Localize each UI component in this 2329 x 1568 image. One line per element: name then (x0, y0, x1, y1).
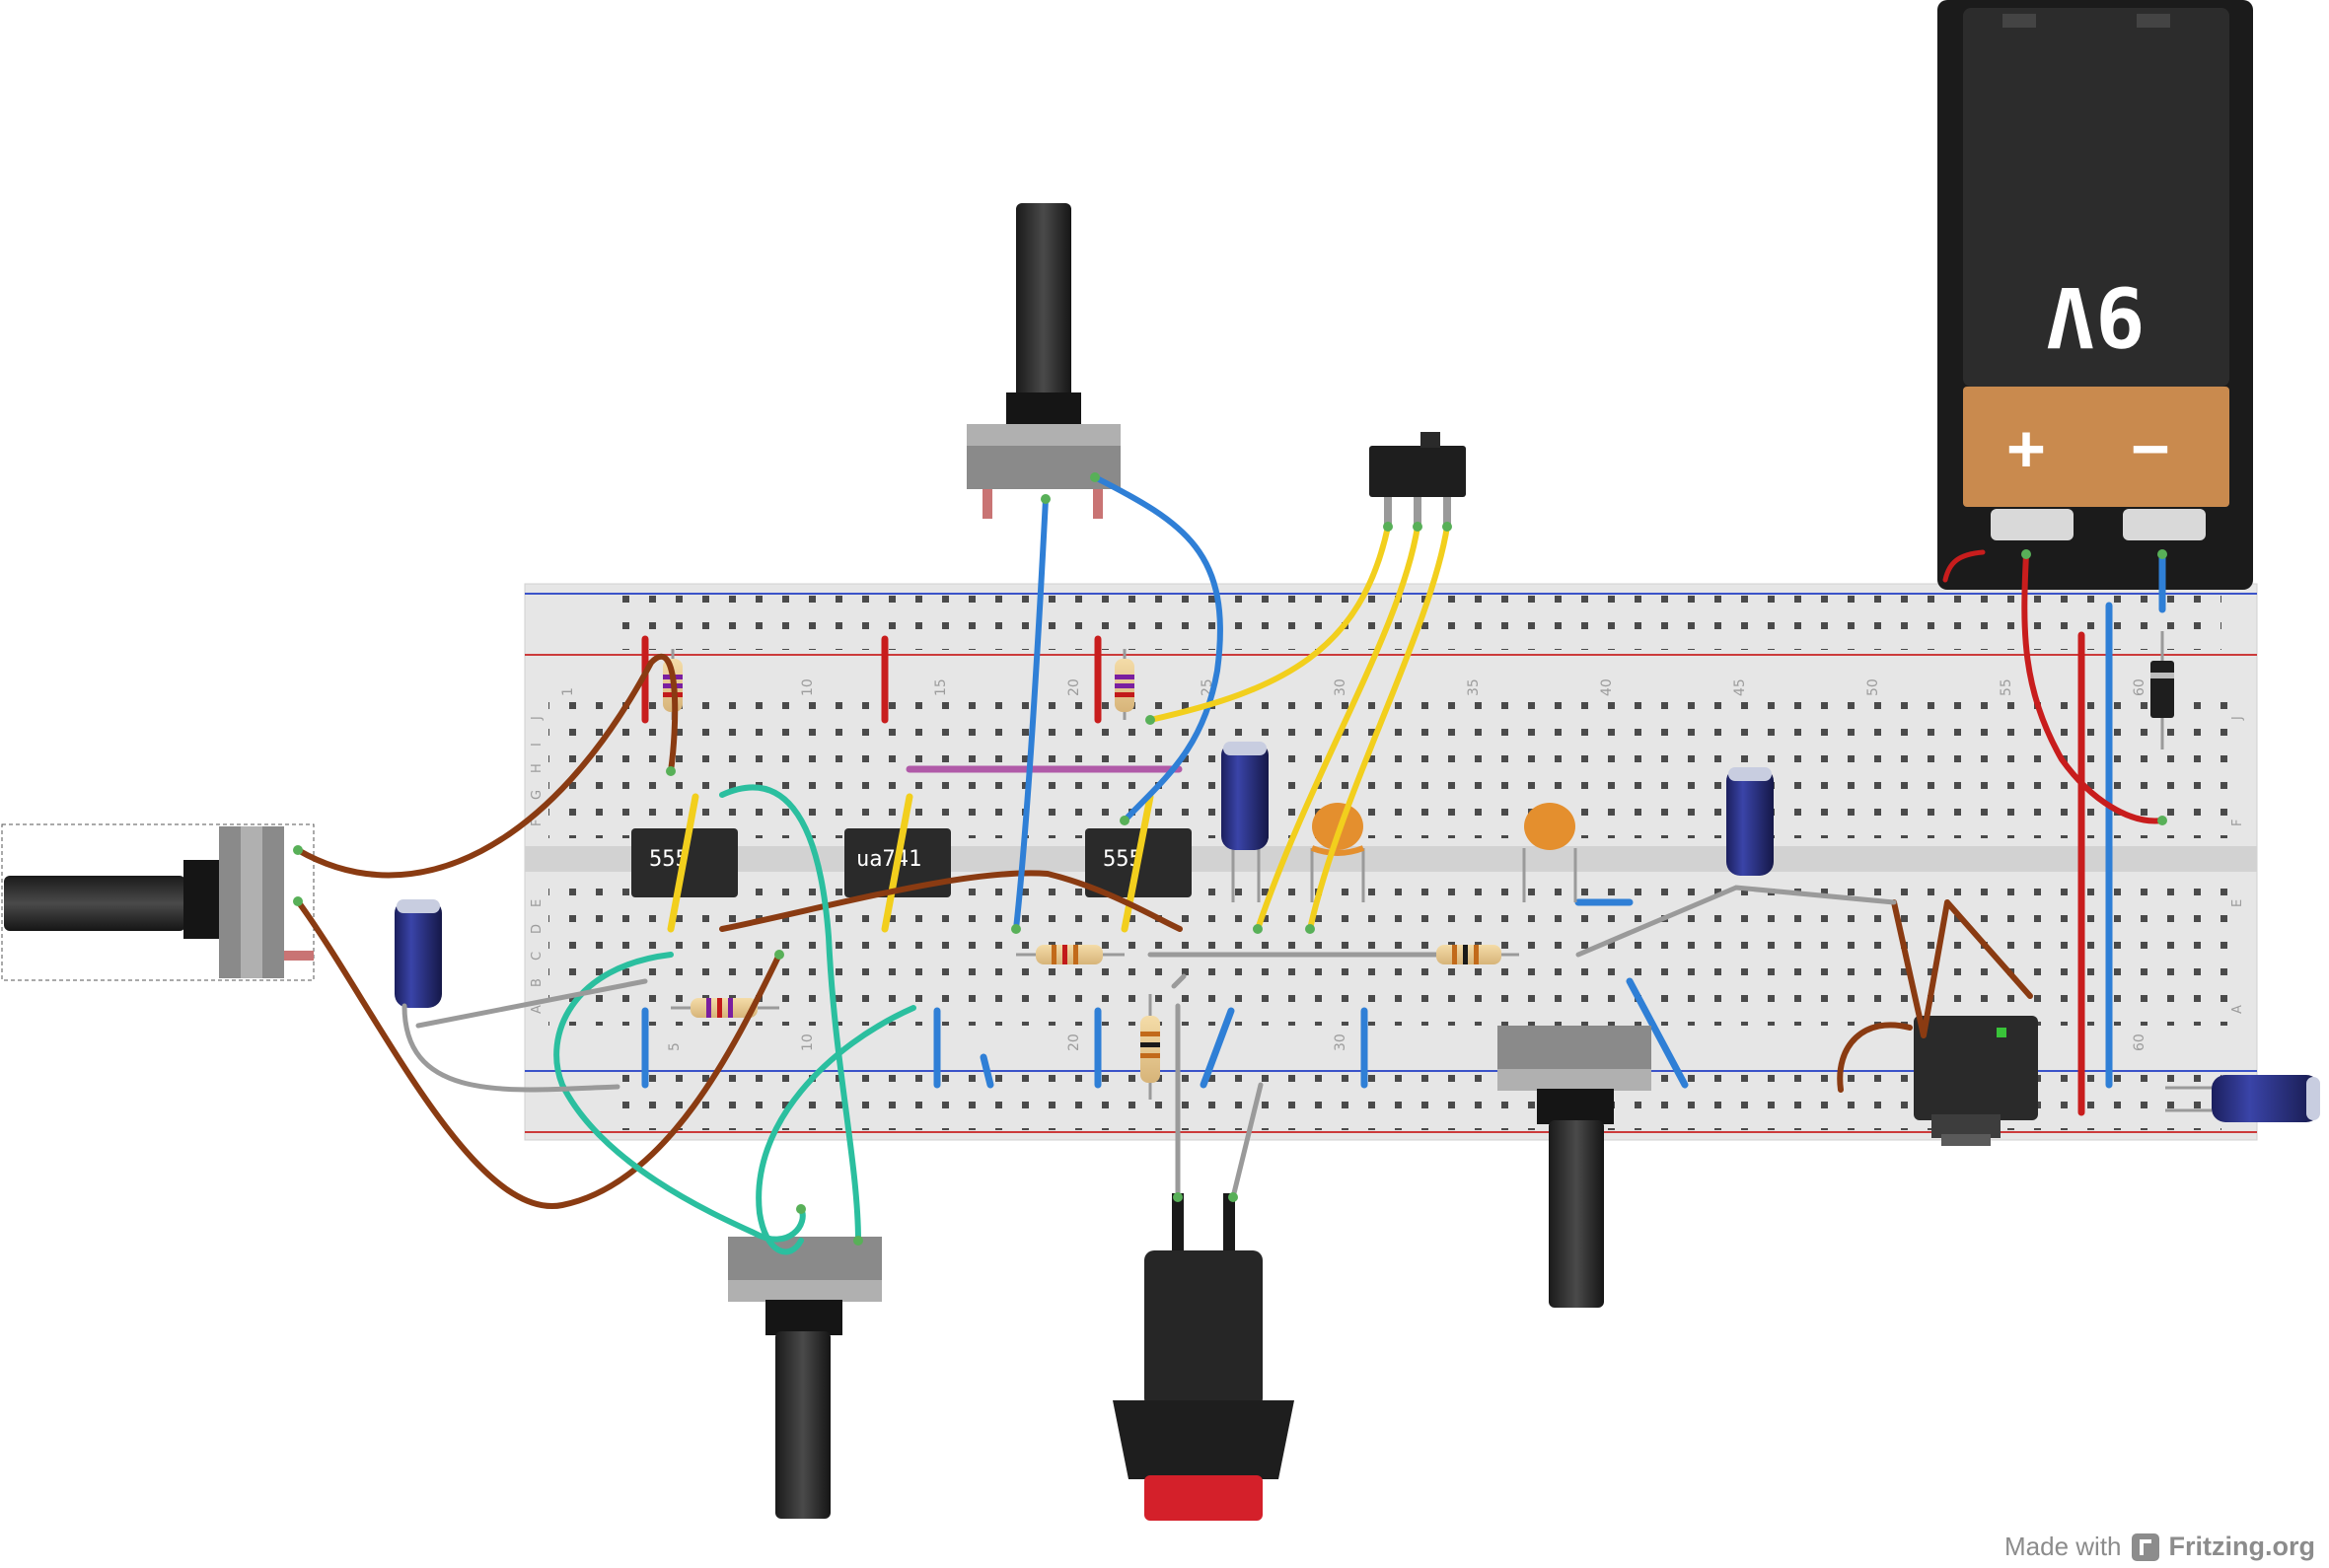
resistor[interactable] (1140, 994, 1160, 1100)
fritzing-logo-icon (2131, 1532, 2159, 1561)
push-button[interactable] (1113, 1193, 1294, 1521)
col-num: 20 (1066, 1033, 1082, 1051)
wire-yellow[interactable] (667, 793, 699, 933)
row-letter: G (530, 790, 545, 800)
wire-blue[interactable] (980, 1053, 994, 1089)
battery-9v[interactable]: 9V + − (1937, 0, 2253, 590)
top-terminal-holes (548, 700, 2235, 838)
col-num: 45 (1732, 678, 1748, 696)
row-letter: C (530, 952, 545, 961)
wire-red[interactable] (1942, 549, 1986, 583)
wire-yellow[interactable] (881, 793, 913, 933)
watermark: Made with Fritzing.org (2004, 1532, 2315, 1562)
wire-brown[interactable] (295, 898, 782, 1210)
wire-yellow[interactable] (1255, 524, 1420, 932)
row-letter: E (530, 899, 545, 907)
row-letters: J I H G F E D C B A J F E A (530, 716, 2245, 1014)
wire-blue[interactable] (1013, 496, 1049, 932)
col-num: 30 (1333, 678, 1348, 696)
resistor[interactable] (1420, 945, 1519, 964)
battery-label: 9V (2045, 268, 2145, 365)
col-num: 15 (933, 678, 949, 696)
wire-teal[interactable] (756, 1005, 916, 1255)
row-letter: I (530, 743, 545, 747)
wire-yellow[interactable] (1147, 524, 1391, 723)
electrolytic-capacitor[interactable] (2165, 1075, 2320, 1122)
row-letter: F (2230, 820, 2245, 826)
col-num: 1 (560, 687, 576, 696)
col-num: 50 (1865, 678, 1881, 696)
col-num: 55 (1999, 678, 2014, 696)
resistor[interactable] (671, 998, 779, 1018)
row-letter: A (2230, 1005, 2245, 1014)
col-num: 60 (2132, 1033, 2147, 1051)
col-num: 10 (800, 678, 816, 696)
wire-brown[interactable] (1891, 899, 2033, 1038)
electrolytic-capacitor[interactable] (395, 899, 442, 1008)
col-num: 5 (667, 1042, 683, 1051)
selection-box (1, 823, 315, 981)
row-letter: J (2230, 716, 2245, 721)
col-num: 30 (1333, 1033, 1348, 1051)
row-letter: F (530, 820, 545, 826)
slide-switch[interactable] (1369, 432, 1466, 527)
row-letter: A (530, 1005, 545, 1014)
wire-gray[interactable] (401, 1003, 620, 1093)
watermark-brand[interactable]: Fritzing.org (2168, 1532, 2315, 1561)
row-letter: J (530, 716, 545, 721)
center-channel (525, 846, 2257, 872)
column-numbers-bottom: 5 10 20 30 60 (667, 1033, 2147, 1051)
wire-endpoints (293, 472, 2167, 1246)
row-letter: H (530, 763, 545, 773)
wire-gray[interactable] (415, 978, 648, 1029)
col-num: 10 (800, 1033, 816, 1051)
potentiometer-bottom-middle[interactable] (1497, 1026, 1651, 1308)
wire-blue[interactable] (1626, 977, 1689, 1089)
col-num: 60 (2132, 678, 2147, 696)
potentiometer-left[interactable] (1, 823, 315, 981)
potentiometer-top[interactable] (967, 203, 1121, 519)
long-wires (295, 474, 2166, 1255)
battery-minus: − (2132, 412, 2170, 485)
wire-brown[interactable] (295, 653, 679, 879)
row-letter: B (530, 978, 545, 987)
wire-teal[interactable] (553, 952, 806, 1243)
resistor[interactable] (1115, 649, 1134, 720)
col-num: 35 (1466, 678, 1482, 696)
col-num: 20 (1066, 678, 1082, 696)
watermark-made-with: Made with (2004, 1532, 2122, 1561)
ceramic-capacitor[interactable] (1522, 803, 1577, 902)
wire-blue[interactable] (1092, 474, 1223, 823)
wire-teal[interactable] (719, 784, 861, 1244)
audio-jack[interactable] (1914, 1016, 2038, 1146)
ic-label: ua741 (856, 847, 921, 872)
battery-plus: + (2007, 412, 2046, 485)
wire-red[interactable] (2021, 551, 2165, 824)
row-letter: E (2230, 899, 2245, 907)
electrolytic-capacitor[interactable] (1221, 742, 1269, 902)
col-num: 40 (1599, 678, 1615, 696)
wire-gray[interactable] (1171, 973, 1264, 1200)
diode[interactable] (2150, 631, 2174, 749)
wire-blue[interactable] (1200, 1007, 1235, 1089)
wire-gray[interactable] (1575, 885, 1897, 958)
electrolytic-capacitor[interactable] (1726, 767, 1774, 876)
potentiometer-bottom-left[interactable] (728, 1237, 882, 1519)
resistor[interactable] (1016, 945, 1125, 964)
wire-yellow[interactable] (1307, 524, 1450, 932)
row-letter: D (530, 924, 545, 934)
wire-brown[interactable] (1837, 1022, 1913, 1093)
